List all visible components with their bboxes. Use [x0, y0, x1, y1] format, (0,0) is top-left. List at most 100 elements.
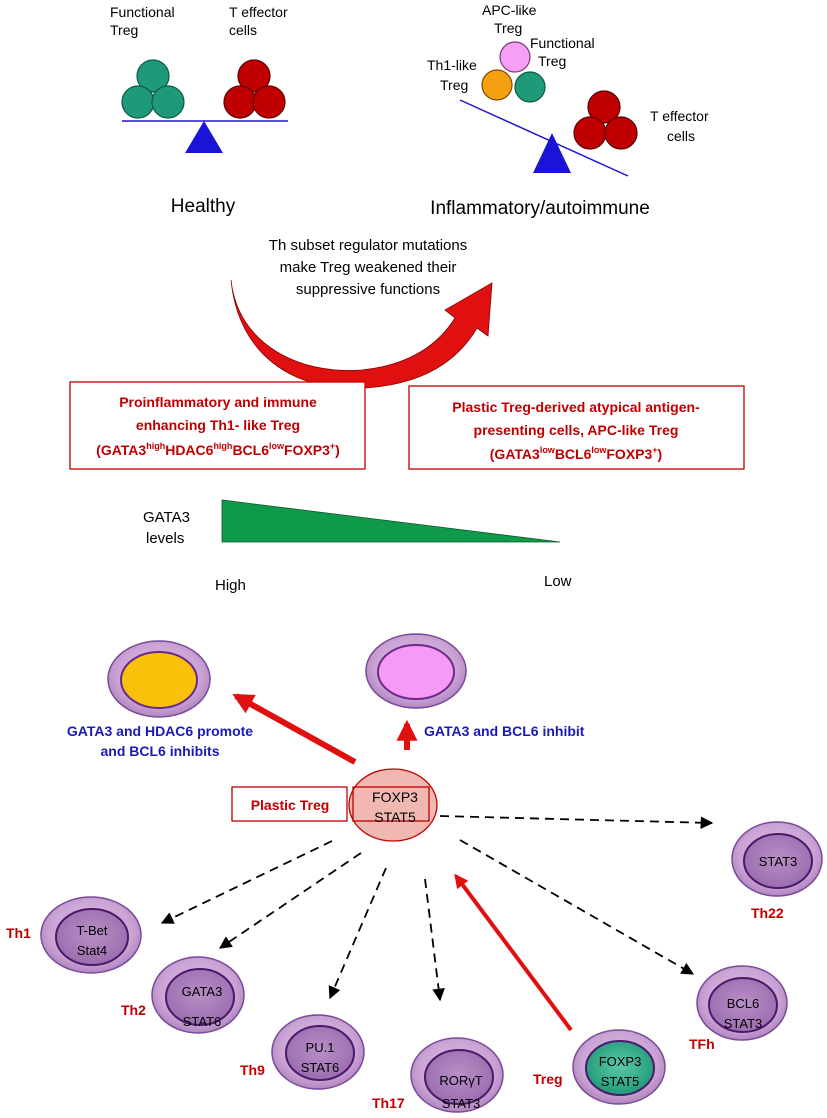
- th2-label: Th2: [121, 1002, 146, 1018]
- apc-treg-label-1: APC-like: [482, 2, 537, 18]
- gata3-label-1: GATA3: [143, 509, 190, 526]
- box-right-line-1: Plastic Treg-derived atypical antigen-: [452, 399, 700, 415]
- functional-treg-label-1: Functional: [110, 4, 175, 20]
- gata3-label-2: levels: [146, 530, 184, 547]
- t-effector-cells: [223, 59, 286, 119]
- cell-nucleus: [285, 1025, 355, 1081]
- cell-nucleus: [585, 1040, 655, 1096]
- box-right-line-2: presenting cells, APC-like Treg: [474, 422, 679, 438]
- center-tf-2: STAT5: [374, 809, 416, 825]
- cell-nucleus: [424, 1049, 494, 1105]
- box-left-line-1: Proinflammatory and immune: [119, 394, 317, 410]
- tilted-balance-beam: [459, 99, 629, 177]
- tfh-tf-2: STAT3: [724, 1016, 763, 1031]
- mutation-text-3: suppressive functions: [296, 281, 440, 298]
- treg-tf-1: FOXP3: [599, 1054, 642, 1069]
- functional-treg-label-2: Treg: [110, 22, 138, 38]
- tfh-label: TFh: [689, 1036, 715, 1052]
- treg-cell: [121, 85, 155, 119]
- box-right-line-3: (GATA3lowBCL6lowFOXP3+): [490, 445, 662, 462]
- promote-text-1: GATA3 and HDAC6 promote: [67, 723, 253, 739]
- th1-like-treg-cell: [481, 69, 513, 101]
- inflammatory-panel: APC-like Treg Functional Treg Th1-like T…: [427, 2, 709, 219]
- treg-cell-bottom: FOXP3 STAT5 Treg: [533, 1029, 666, 1105]
- th17-tf-1: RORγT: [439, 1073, 482, 1088]
- mutation-text-1: Th subset regulator mutations: [269, 237, 467, 254]
- th9-tf-2: STAT6: [301, 1060, 340, 1075]
- th1-tf-2: Stat4: [77, 943, 107, 958]
- arrow-to-th17: [424, 878, 445, 1002]
- effector-cell: [573, 116, 607, 150]
- mutation-arrow-group: Th subset regulator mutations make Treg …: [230, 237, 493, 389]
- t-effector-label-2: cells: [229, 22, 257, 38]
- t-effector-label-2: cells: [667, 128, 695, 144]
- cell-nucleus: [165, 968, 235, 1026]
- th1-tf-1: T-Bet: [76, 923, 107, 938]
- th1-treg-label-1: Th1-like: [427, 57, 477, 73]
- th9-tf-1: PU.1: [306, 1040, 335, 1055]
- effector-cell: [223, 85, 257, 119]
- treg-label: Treg: [533, 1071, 563, 1087]
- gata3-gradient: GATA3 levels High Low: [143, 499, 572, 594]
- th1-cell: T-Bet Stat4 Th1: [6, 896, 142, 974]
- plastic-treg-label: Plastic Treg: [251, 797, 330, 813]
- center-tf-1: FOXP3: [372, 789, 418, 805]
- functional-treg-cells: [121, 59, 185, 119]
- cell-nucleus: [743, 833, 813, 889]
- gata3-wedge: [221, 499, 561, 543]
- plastic-treg-cell: [348, 768, 438, 842]
- th17-tf-2: STAT3: [442, 1096, 481, 1111]
- t-effector-label-1: T effector: [650, 108, 709, 124]
- arrow-to-tfh: [459, 839, 695, 975]
- effector-cell: [237, 59, 271, 93]
- th1-label: Th1: [6, 925, 31, 941]
- t-effector-label-1: T effector: [229, 4, 288, 20]
- inhibit-text: GATA3 and BCL6 inhibit: [424, 723, 585, 739]
- apc-like-treg-cell-large: [365, 633, 467, 709]
- red-arrow-to-th1-like: [232, 693, 357, 765]
- gata3-high-label: High: [215, 577, 246, 594]
- balance-fulcrum: [533, 133, 571, 173]
- box-frame: [69, 381, 366, 470]
- th9-cell: PU.1 STAT6 Th9: [240, 1014, 365, 1090]
- th22-cell: STAT3 Th22: [731, 821, 823, 921]
- promote-text-2: and BCL6 inhibits: [101, 743, 220, 759]
- t-effector-cells: [573, 90, 638, 150]
- functional-treg-label-1: Functional: [530, 35, 595, 51]
- arrow-to-th1: [160, 840, 333, 924]
- differentiation-arrows: [160, 815, 714, 1002]
- mutation-text-2: make Treg weakened their: [280, 259, 457, 276]
- plastic-treg-label-box: [231, 786, 348, 822]
- apc-like-treg-cell: [499, 41, 531, 73]
- th22-tf-1: STAT3: [759, 854, 798, 869]
- cell-nucleus: [708, 977, 778, 1033]
- th17-label: Th17: [372, 1095, 405, 1111]
- cell-nucleus: [377, 644, 455, 700]
- arrow-to-th22: [439, 815, 714, 830]
- functional-treg-label-2: Treg: [538, 53, 566, 69]
- plastic-treg-center: Plastic Treg FOXP3 STAT5: [231, 768, 438, 842]
- gata3-low-label: Low: [544, 573, 572, 590]
- effector-cell: [252, 85, 286, 119]
- th1-like-treg-cell-large: [107, 640, 211, 718]
- th2-tf-1: GATA3: [182, 984, 223, 999]
- treg-cell: [151, 85, 185, 119]
- red-arrow-from-treg: [454, 873, 573, 1032]
- apc-like-treg-box: Plastic Treg-derived atypical antigen- p…: [408, 385, 745, 470]
- th22-label: Th22: [751, 905, 784, 921]
- th2-cell: GATA3 STAT6 Th2: [121, 956, 245, 1034]
- box-frame: [408, 385, 745, 470]
- th2-tf-2: STAT6: [183, 1014, 222, 1029]
- effector-cell: [587, 90, 621, 124]
- tfh-cell: BCL6 STAT3 TFh: [689, 965, 788, 1052]
- curved-red-arrow: [230, 279, 493, 389]
- inflammatory-caption: Inflammatory/autoimmune: [430, 198, 650, 219]
- cell-nucleus: [55, 908, 129, 966]
- healthy-panel: Functional Treg T effector cells Healthy: [110, 4, 288, 217]
- th1-treg-label-2: Treg: [440, 77, 468, 93]
- cell-nucleus: [120, 651, 198, 709]
- balance-fulcrum: [185, 121, 223, 153]
- th1-like-treg-box: Proinflammatory and immune enhancing Th1…: [69, 381, 366, 470]
- treg-cell: [136, 59, 170, 93]
